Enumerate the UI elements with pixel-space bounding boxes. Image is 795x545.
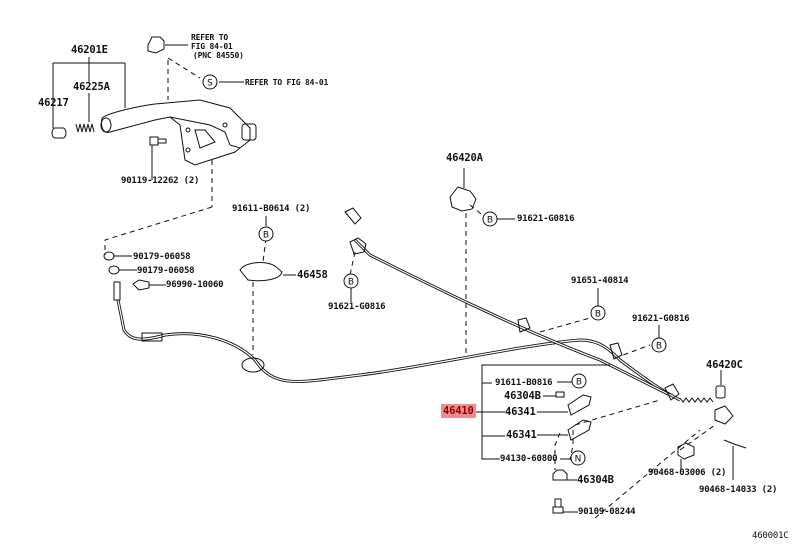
symbol-b-text-1: B: [263, 231, 269, 241]
part-90179-06058-b[interactable]: 90179-06058: [137, 266, 195, 276]
bracket-46420A: [449, 186, 477, 212]
part-46341-a[interactable]: 46341: [505, 406, 536, 418]
clip-90468-14033: [723, 439, 747, 449]
part-96990-10060[interactable]: 96990-10060: [166, 280, 224, 290]
symbol-b-3: [343, 273, 359, 289]
part-46304B-b[interactable]: 46304B: [577, 474, 614, 486]
part-91611-B0614[interactable]: 91611-B0614 (2): [232, 204, 311, 214]
part-91621-G0816-left[interactable]: 91621-G0816: [328, 302, 386, 312]
nut-90179-b: [108, 265, 120, 275]
clip-90468-03006: [677, 442, 695, 460]
symbol-b-6: [571, 373, 587, 389]
grommet-46458: [239, 262, 283, 282]
part-90468-14033[interactable]: 90468-14033 (2): [699, 485, 778, 495]
part-91621-G0816-top[interactable]: 91621-G0816: [517, 214, 575, 224]
part-46410-highlighted[interactable]: 46410: [441, 404, 476, 418]
bolt-90109: [552, 498, 564, 514]
part-46201E[interactable]: 46201E: [71, 44, 108, 56]
symbol-b-4: [590, 305, 606, 321]
part-90119-12262[interactable]: 90119-12262 (2): [121, 176, 200, 186]
part-46420C[interactable]: 46420C: [706, 359, 743, 371]
nut-90179-a: [103, 251, 115, 261]
symbol-n: [570, 450, 586, 466]
symbol-b-1: [258, 226, 274, 242]
part-91611-B0816[interactable]: 91611-B0816: [495, 378, 553, 388]
part-46304B-a[interactable]: 46304B: [504, 390, 541, 402]
part-46217[interactable]: 46217: [38, 97, 69, 109]
part-90109-08244[interactable]: 90109-08244: [578, 507, 636, 517]
symbol-b-5: [651, 337, 667, 353]
spring-46225A: [75, 123, 95, 133]
clip-96990: [132, 279, 150, 291]
symbol-b-text-5: B: [656, 342, 662, 352]
lever-46341-b: [567, 419, 592, 441]
refer-text-1: REFER TO: [191, 33, 228, 42]
part-91651-40814[interactable]: 91651-40814: [571, 276, 629, 286]
symbol-b-text-4: B: [595, 310, 601, 320]
part-46225A[interactable]: 46225A: [73, 81, 110, 93]
symbol-b-text-6: B: [576, 378, 582, 388]
refer-text-3: (PNC 84550): [193, 51, 244, 60]
symbol-n-text: N: [575, 455, 582, 465]
nut-46304B-b: [552, 469, 568, 481]
clip-46420C: [715, 385, 726, 399]
bolt-90119: [149, 136, 167, 180]
symbol-b-text-2: B: [487, 216, 493, 226]
symbol-s: [202, 74, 218, 90]
part-90468-03006[interactable]: 90468-03006 (2): [648, 468, 727, 478]
refer-text-2: FIG 84-01: [191, 42, 233, 51]
diagram-id: 460001C: [752, 531, 789, 541]
grip-cap: [51, 127, 67, 139]
part-91621-G0816-right[interactable]: 91621-G0816: [632, 314, 690, 324]
part-94130-60800[interactable]: 94130-60800: [500, 454, 558, 464]
parking-brake-lever: [100, 99, 257, 166]
lever-46341-a: [567, 394, 592, 416]
symbol-s-text: S: [207, 79, 213, 89]
part-46458[interactable]: 46458: [297, 269, 328, 281]
refer-s-text: REFER TO FIG 84-01: [245, 78, 329, 87]
symbol-b-text-3: B: [348, 278, 354, 288]
part-46341-b[interactable]: 46341: [506, 429, 537, 441]
bracket-46410: [472, 364, 610, 460]
part-46420A[interactable]: 46420A: [446, 152, 483, 164]
nut-46304B-a: [555, 391, 565, 398]
clip-refer: [147, 36, 165, 54]
symbol-b-2: [482, 211, 498, 227]
brake-cable-46410: [113, 207, 734, 425]
dashed-guides: [104, 57, 716, 519]
bracket-46201E: [52, 57, 126, 128]
part-90179-06058-a[interactable]: 90179-06058: [133, 252, 191, 262]
